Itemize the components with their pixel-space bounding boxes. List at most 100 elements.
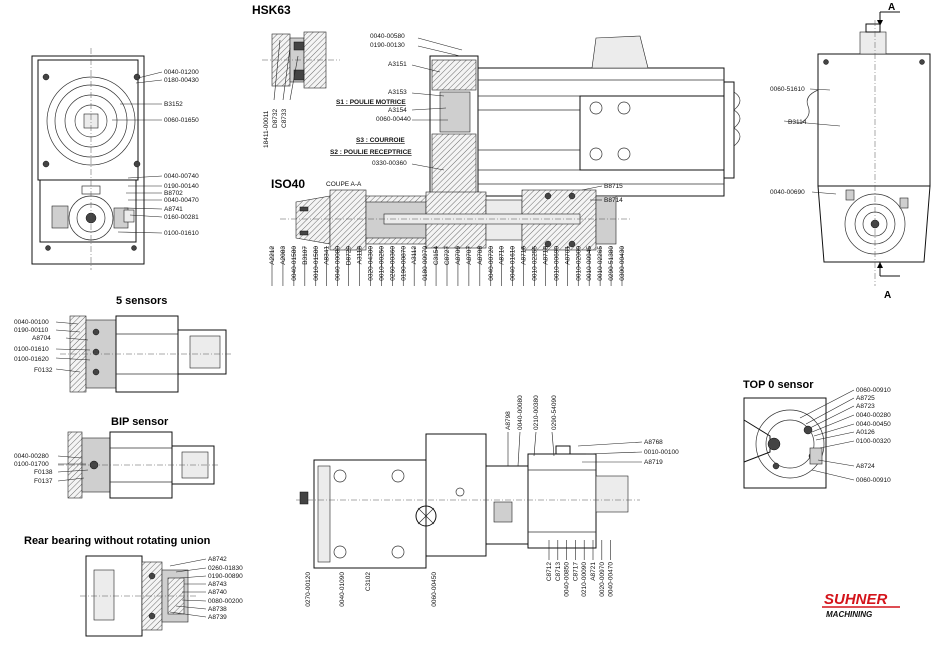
label-rear-7: A8739 xyxy=(208,614,227,621)
brand-name: SUHNER xyxy=(824,591,888,608)
label-bottom-9: 0320-04300 xyxy=(367,246,374,281)
label-bottom-24: 0010-02255 xyxy=(532,246,539,281)
label-bs-br-3: C8717 xyxy=(572,562,579,582)
label-bsr-0: A8768 xyxy=(644,439,663,446)
section-arrow-top: A xyxy=(877,2,900,26)
label-bottom-6: 0040-00080 xyxy=(335,246,342,281)
label-right-0: 0060-51610 xyxy=(770,86,805,93)
label-top0-0: 0060-00910 xyxy=(856,387,891,394)
front-view-labels: 0040-01200 0180-00430 B3152 0060-01650 0… xyxy=(164,69,199,237)
label-bottom-29: 0010-00945 xyxy=(586,246,593,281)
label-rear-0: A8742 xyxy=(208,556,227,563)
label-front-1: 0180-00430 xyxy=(164,77,199,84)
label-right-2: 0040-00690 xyxy=(770,189,805,196)
title-hsk63: HSK63 xyxy=(252,3,291,17)
label-bottom-21: A8710 xyxy=(499,246,506,265)
hsk63-labels: 18411-00011 D8732 C8733 xyxy=(263,108,288,148)
label-top0-4: 0040-00450 xyxy=(856,421,891,428)
label-bs-br-7: 0040-00470 xyxy=(608,562,615,597)
section-mark-top: A xyxy=(888,2,895,13)
label-top0-1: A8725 xyxy=(856,395,875,402)
front-view-leaders xyxy=(112,71,163,234)
label-bs-bl-1: 0040-01090 xyxy=(339,572,346,607)
label-bs-br-2: 0040-00850 xyxy=(564,562,571,597)
top-labels: 0040-00580 0190-00130 A3151 A3153 A3154 … xyxy=(330,33,412,167)
hsk63-detail xyxy=(262,31,340,101)
label-front-9: 0160-00281 xyxy=(164,214,199,221)
label-front-2: B3152 xyxy=(164,101,183,108)
label-five-3: 0100-01610 xyxy=(14,346,49,353)
label-rear-4: A8740 xyxy=(208,589,227,596)
label-front-3: 0060-01650 xyxy=(164,117,199,124)
section-mark-bottom: A xyxy=(884,290,891,301)
label-bip-0: 0040-00280 xyxy=(14,453,49,460)
label-bs-bl-2: C3102 xyxy=(365,572,372,592)
label-bs-br-1: C8713 xyxy=(555,562,562,582)
label-bip-2: F0138 xyxy=(34,469,53,476)
label-bottom-23: A8716 xyxy=(521,246,528,265)
bottom-spindle-leaders xyxy=(507,431,643,467)
bottom-spindle-right-labels: A8768 0010-00100 A8719 xyxy=(644,439,679,466)
label-bottom-11: 0260-00360 xyxy=(389,246,396,281)
annotation-s3: S3 : COURROIE xyxy=(356,137,405,144)
label-side-1: B8714 xyxy=(604,197,623,204)
label-front-0: 0040-01200 xyxy=(164,69,199,76)
annotation-s2: S2 : POULIE RECEPTRICE xyxy=(330,149,412,156)
label-front-6: B8702 xyxy=(164,190,183,197)
label-bottom-8: A3118 xyxy=(357,246,364,265)
label-bottom-18: A8707 xyxy=(466,246,473,265)
five-sensors-labels: 0040-00100 0190-00110 A8704 0100-01610 0… xyxy=(14,319,91,374)
label-bottom-12: 0190-00870 xyxy=(400,246,407,281)
label-bs-br-4: 0210-00090 xyxy=(581,562,588,597)
label-bs-top-0: A8798 xyxy=(505,411,512,430)
label-side-0: B8715 xyxy=(604,183,623,190)
bip-labels: 0040-00280 0100-01700 F0138 F0137 xyxy=(14,453,89,485)
title-five-sensors: 5 sensors xyxy=(116,295,167,307)
label-bottom-30: 0010-02265 xyxy=(597,246,604,281)
label-bottom-13: A3112 xyxy=(411,246,418,265)
label-rear-5: 0080-00200 xyxy=(208,598,243,605)
label-bs-top-1: 0040-00080 xyxy=(517,395,524,430)
label-top0-3: 0040-00280 xyxy=(856,412,891,419)
label-bottom-25: A8718 xyxy=(542,246,549,265)
label-bottom-3: B3107 xyxy=(302,246,309,265)
label-five-1: 0190-00110 xyxy=(14,327,49,334)
label-top-3: A3153 xyxy=(388,89,407,96)
front-view xyxy=(31,48,145,270)
label-front-5: 0190-00140 xyxy=(164,183,199,190)
label-bottom-4: 0010-01580 xyxy=(313,246,320,281)
label-top0-6: 0100-00320 xyxy=(856,438,891,445)
rear-bearing-view xyxy=(80,555,196,637)
label-bs-br-5: A8721 xyxy=(590,562,597,581)
label-hsk-2: C8733 xyxy=(281,108,288,128)
annotation-s1: S1 : POULIE MOTRICE xyxy=(336,99,406,106)
label-rear-1: 0260-01830 xyxy=(208,565,243,572)
label-bs-bl-3: 0060-00450 xyxy=(431,572,438,607)
label-right-1: B3114 xyxy=(788,119,807,126)
label-front-7: 0040-00470 xyxy=(164,197,199,204)
five-sensors-view xyxy=(60,315,232,393)
label-rear-6: A8738 xyxy=(208,606,227,613)
label-bottom-10: 0010-00250 xyxy=(378,246,385,281)
label-five-2: A8704 xyxy=(32,335,51,342)
label-bottom-27: A8701 xyxy=(564,246,571,265)
label-top0-7: A8724 xyxy=(856,463,875,470)
label-top-4: A3154 xyxy=(388,107,407,114)
section-arrow-bottom: A xyxy=(877,262,900,301)
top0-labels: 0060-00910 A8725 A8723 0040-00280 0040-0… xyxy=(856,387,891,484)
label-bip-1: 0100-01700 xyxy=(14,461,49,468)
label-bottom-28: 0010-02000 xyxy=(575,246,582,281)
label-hsk-0: 18411-00011 xyxy=(263,110,270,148)
right-view-labels: 0060-51610 B3114 0040-00690 xyxy=(770,86,841,196)
title-bip-sensor: BIP sensor xyxy=(111,416,169,428)
label-bottom-32: 0300-00430 xyxy=(619,246,626,281)
label-bottom-16: C8727 xyxy=(444,246,451,266)
title-coupe: COUPE A-A xyxy=(326,181,362,188)
label-hsk-1: D8732 xyxy=(272,108,279,128)
label-five-0: 0040-00100 xyxy=(14,319,49,326)
label-bottom-17: A8709 xyxy=(455,246,462,265)
brand-tagline: MACHINING xyxy=(826,610,872,619)
